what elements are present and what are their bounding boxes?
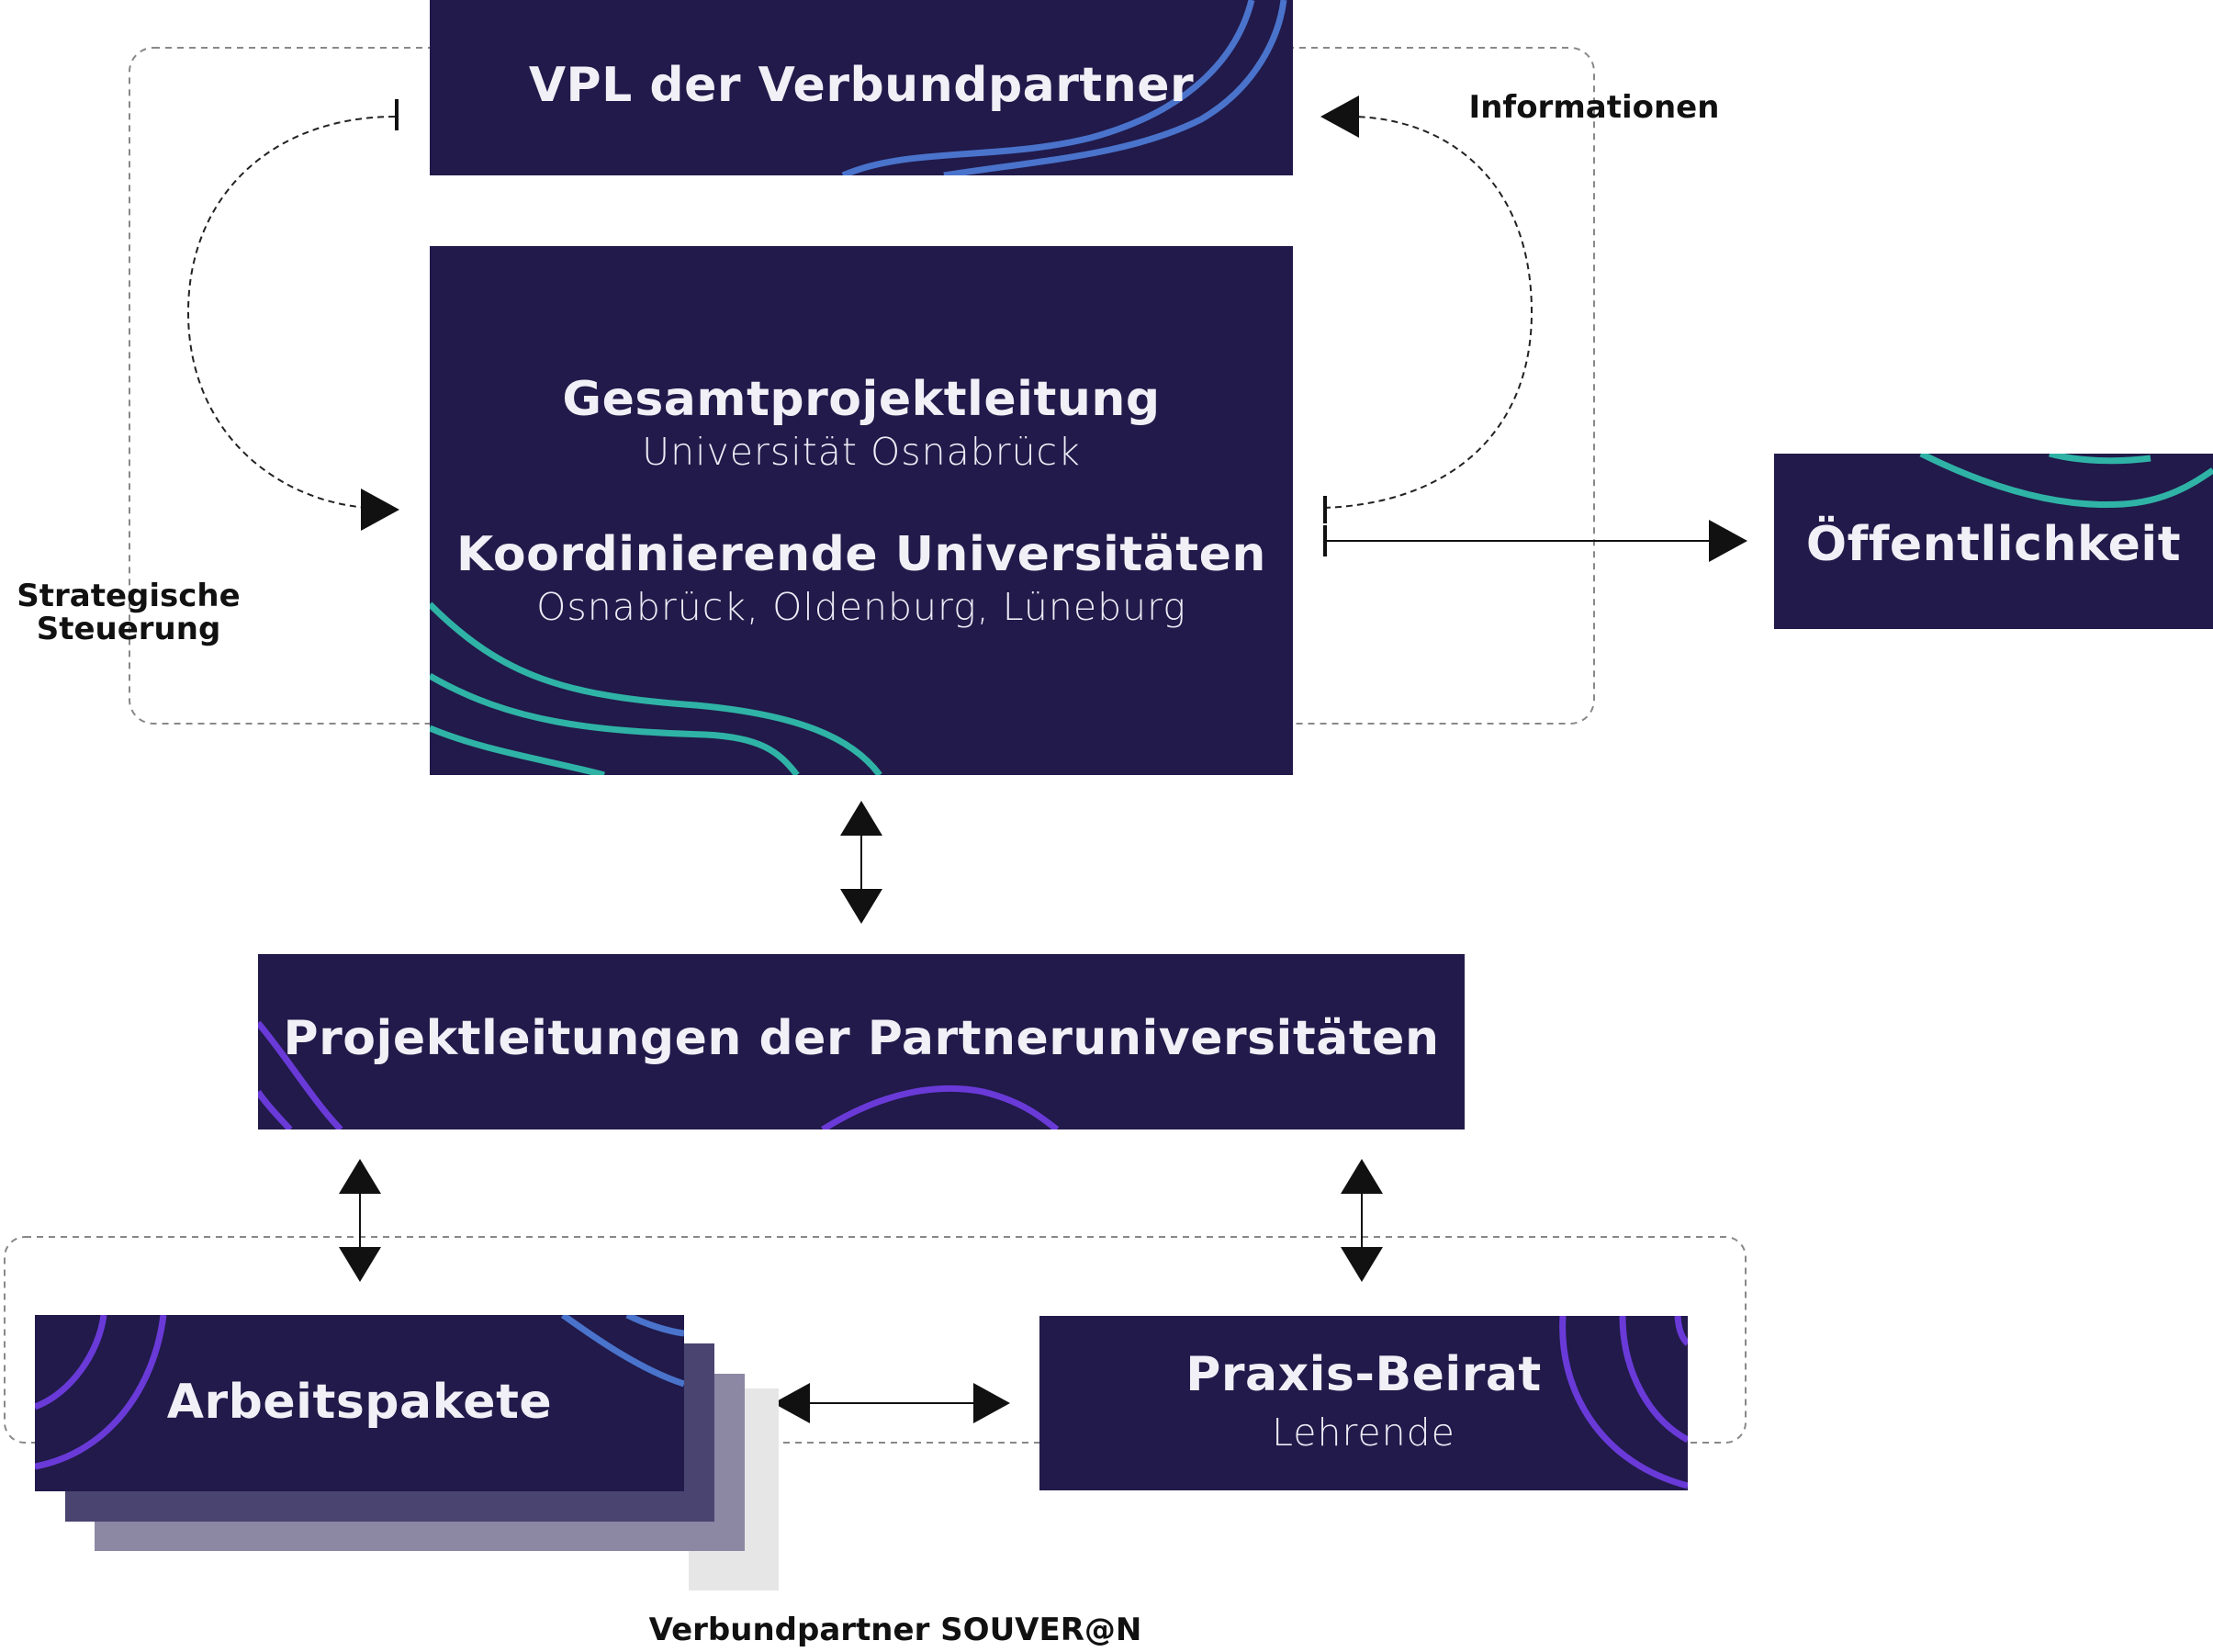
double-arrow-center-up: [840, 801, 882, 836]
double-arrow-left-up: [339, 1159, 381, 1194]
double-arrow-horizontal-right: [973, 1383, 1010, 1423]
praxis-subtitle: Lehrende: [1272, 1410, 1455, 1455]
steering-arrowhead: [361, 489, 399, 531]
vpl-decoration: [841, 0, 1287, 175]
gesamt-title: Gesamtprojektleitung: [562, 372, 1161, 427]
public-arrowhead: [1709, 520, 1747, 562]
information-curve: [1323, 116, 1533, 509]
oeffentlichkeit-box: Öffentlichkeit: [1774, 454, 2213, 629]
arbeitspakete-box: Arbeitspakete: [35, 1315, 684, 1491]
gesamtprojektleitung-box: Gesamtprojektleitung Universität Osnabrü…: [430, 246, 1293, 775]
projektleitungen-decoration: [258, 1020, 1060, 1129]
double-arrow-right-up: [1341, 1159, 1383, 1194]
double-arrow-left-down: [339, 1247, 381, 1282]
gesamt-subtitle: Universität Osnabrück: [642, 429, 1081, 474]
projektleitungen-box: Projektleitungen der Partneruniversitäte…: [258, 954, 1465, 1129]
informationen-label: Informationen: [1468, 89, 1720, 126]
steuerung-label-line1: Strategische: [17, 578, 241, 614]
strategic-steering-curve: [186, 116, 396, 509]
verbundpartner-label: Verbundpartner SOUVER@N: [648, 1612, 1142, 1648]
arbeitspakete-decoration: [35, 1315, 684, 1470]
information-arrowhead: [1320, 96, 1359, 138]
double-arrow-horizontal-left: [773, 1383, 810, 1423]
projektleitungen-title: Projektleitungen der Partneruniversitäte…: [283, 1010, 1440, 1066]
vpl-title: VPL der Verbundpartner: [528, 57, 1195, 113]
oeffentlichkeit-decoration: [1919, 454, 2213, 509]
koordinierende-subtitle: Osnabrück, Oldenburg, Lüneburg: [536, 584, 1186, 629]
oeffentlichkeit-title: Öffentlichkeit: [1805, 516, 2182, 572]
gesamt-decoration: [430, 601, 882, 775]
arbeitspakete-title: Arbeitspakete: [166, 1375, 553, 1431]
koordinierende-title: Koordinierende Universitäten: [456, 527, 1266, 583]
steuerung-label: Strategische Steuerung: [9, 578, 248, 647]
double-arrow-center-down: [840, 889, 882, 924]
vpl-box: VPL der Verbundpartner: [430, 0, 1293, 175]
praxis-beirat-box: Praxis-Beirat Lehrende: [1039, 1316, 1688, 1490]
praxis-decoration: [1559, 1316, 1688, 1489]
double-arrow-right-down: [1341, 1247, 1383, 1282]
steuerung-label-line2: Steuerung: [36, 610, 221, 647]
praxis-title: Praxis-Beirat: [1185, 1347, 1542, 1403]
